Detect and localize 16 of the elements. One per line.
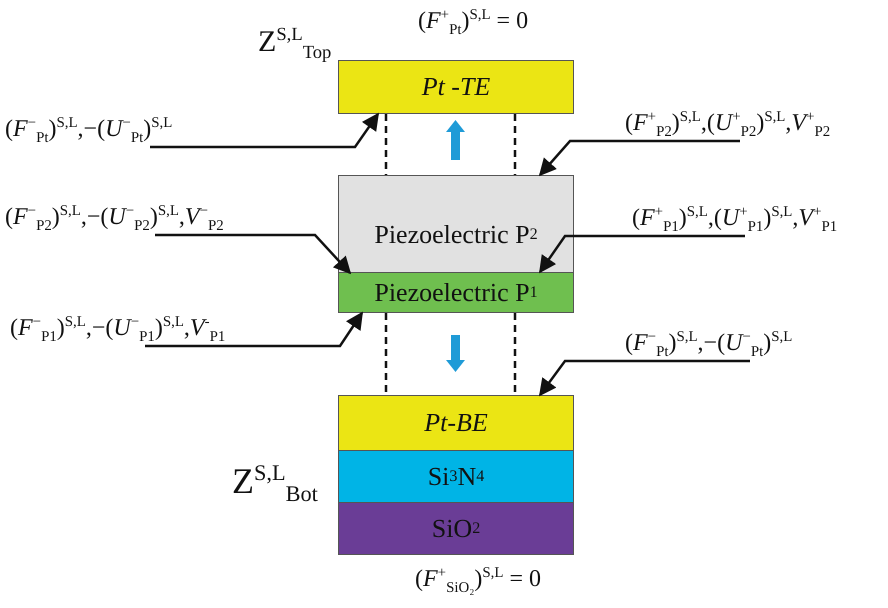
leader-arrow [538,360,750,396]
leader-arrow [150,112,380,148]
boundary-formula: (F$^{+}$$_{SiO₂}$)$^{S,L}$ = 0 [415,566,542,596]
guide-line [514,313,516,395]
layer-box: Pt -TE [338,60,574,114]
leader-arrow [145,312,364,348]
leader-arrow [538,140,740,176]
guide-line [384,114,388,175]
boundary-formula: (F$^{+}$$_{Pt}$)$^{S,L}$ = 0 [418,8,528,38]
boundary-formula: (F$^{−}$$_{Pt}$)$^{S,L}$,−(U$^{−}$$_{Pt}$)$^{S,L}$ [5,116,172,146]
layer-box: Pt-BE [338,395,574,451]
boundary-formula: (F$^{−}$$_{Pt}$)$^{S,L}$,−(U$^{−}$$_{Pt}$)$^{S,L}$ [625,330,792,360]
guide-line [384,313,388,395]
leader-arrow [155,234,352,274]
leader-arrow [538,234,745,274]
guide-line [514,114,516,175]
